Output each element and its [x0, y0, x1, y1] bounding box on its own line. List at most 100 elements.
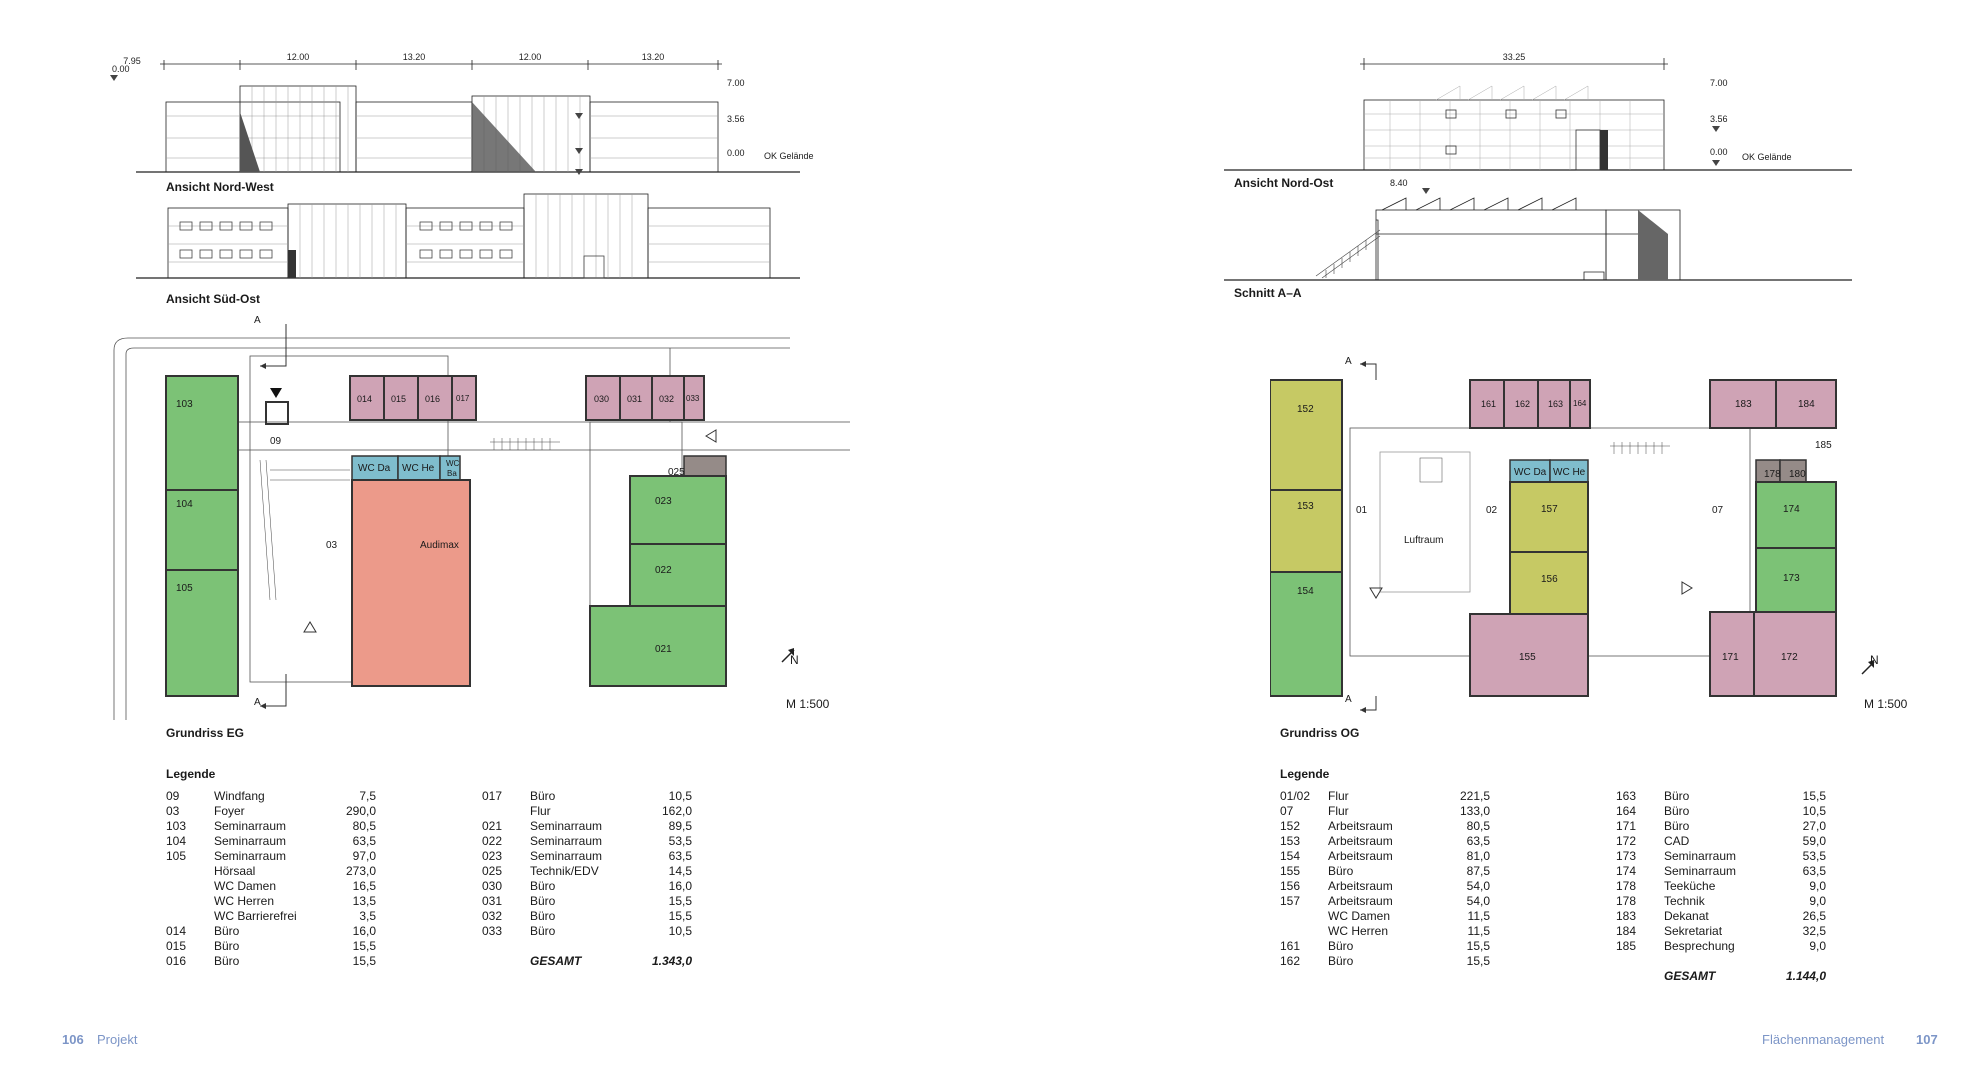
room-label: 07 — [1712, 505, 1724, 516]
legend-room-name: Flur — [530, 804, 551, 818]
room-label: 153 — [1297, 501, 1314, 512]
legend-room-number: 154 — [1280, 849, 1301, 863]
legend-row: 178 Teeküche 9,0 — [1616, 879, 1826, 894]
legend-room-name: Sekretariat — [1664, 924, 1723, 938]
room-label: 103 — [176, 399, 193, 410]
legend-room-number: 178 — [1616, 894, 1637, 908]
legend-room-name: Büro — [530, 894, 556, 908]
legend-room-name: Arbeitsraum — [1328, 819, 1393, 833]
legend-room-name: Büro — [530, 789, 556, 803]
legend-area: 32,5 — [1802, 924, 1826, 938]
room-label: 157 — [1541, 504, 1558, 515]
legend-room-name: Seminarraum — [214, 834, 287, 848]
room-label: 178 — [1764, 469, 1781, 480]
view-title: Grundriss EG — [166, 726, 245, 740]
view-title: Ansicht Nord-West — [166, 180, 274, 194]
legend-area: 3,5 — [359, 909, 376, 923]
legend-room-name: Arbeitsraum — [1328, 849, 1393, 863]
legend-room-name: Büro — [1328, 939, 1354, 953]
legend-room-number: 033 — [482, 924, 503, 938]
legend-room-name: Arbeitsraum — [1328, 879, 1393, 893]
legend-room-name: WC Herren — [214, 894, 275, 908]
legend-row: WC Herren 13,5 — [166, 894, 376, 909]
legend-room-number: 157 — [1280, 894, 1301, 908]
room-label: WC He — [1553, 467, 1586, 478]
room-label: Ba — [447, 469, 457, 478]
room-label: Luftraum — [1404, 535, 1444, 546]
legend-room-number: 173 — [1616, 849, 1637, 863]
scale-label: M 1:500 — [1864, 697, 1908, 711]
legend-area: 97,0 — [352, 849, 376, 863]
legend-room-name: Büro — [214, 954, 240, 968]
section-mark: A — [1345, 694, 1352, 705]
legend-room-number: 156 — [1280, 879, 1301, 893]
legend-area: 80,5 — [352, 819, 376, 833]
legend-room-name: WC Herren — [1328, 924, 1389, 938]
room-label: 152 — [1297, 404, 1314, 415]
legend-area: 11,5 — [1467, 924, 1490, 938]
legend-room-number: 161 — [1280, 939, 1301, 953]
room-label: 09 — [270, 436, 282, 447]
room-label: 030 — [594, 394, 610, 404]
legend-room-number: 01/02 — [1280, 789, 1311, 803]
legend-room-name: Teeküche — [1664, 879, 1716, 893]
dim-label: 12.00 — [519, 52, 542, 62]
legend-room-number: 014 — [166, 924, 187, 938]
legend-title: Legende — [1280, 767, 1330, 781]
legend-room-number: 178 — [1616, 879, 1637, 893]
legend-area: 13,5 — [352, 894, 376, 908]
room-label: 171 — [1722, 652, 1739, 663]
total-label: GESAMT — [530, 954, 582, 968]
legend-area: 53,5 — [1802, 849, 1826, 863]
view-title: Grundriss OG — [1280, 726, 1360, 740]
legend-room-number: 172 — [1616, 834, 1637, 848]
legend-area: 11,5 — [1467, 909, 1490, 923]
room-label: WC Da — [1514, 467, 1547, 478]
legend-room-name: Arbeitsraum — [1328, 894, 1393, 908]
legend-area: 16,5 — [352, 879, 376, 893]
legend-area: 9,0 — [1809, 894, 1826, 908]
legend-row: 178 Technik 9,0 — [1616, 894, 1826, 909]
legend-room-name: CAD — [1664, 834, 1690, 848]
room-label: 025 — [668, 467, 685, 478]
legend-room-name: Seminarraum — [214, 819, 287, 833]
legend-room-number: 104 — [166, 834, 187, 848]
room-label: 154 — [1297, 586, 1314, 597]
legend-room-name: Technik — [1664, 894, 1705, 908]
legend-room-number: 171 — [1616, 819, 1637, 833]
legend-room-name: Büro — [214, 924, 240, 938]
legend-room-number: 163 — [1616, 789, 1637, 803]
legend-room-number: 031 — [482, 894, 503, 908]
north-arrow: N — [790, 653, 799, 667]
legend-area: 9,0 — [1809, 879, 1826, 893]
ground-label: OK Gelände — [1742, 152, 1792, 162]
room-label: 155 — [1519, 652, 1536, 663]
legend-room-number: 030 — [482, 879, 503, 893]
legend-area: 10,5 — [668, 789, 692, 803]
legend-area: 89,5 — [668, 819, 692, 833]
legend-area: 87,5 — [1466, 864, 1490, 878]
legend-area: 162,0 — [661, 804, 692, 818]
room-label: 015 — [391, 394, 407, 404]
room-label: 014 — [357, 394, 373, 404]
legend-area: 63,5 — [1802, 864, 1826, 878]
dim-label: 7.95 — [123, 56, 141, 66]
legend-room-name: Büro — [1328, 954, 1354, 968]
legend-area: 10,5 — [668, 924, 692, 938]
